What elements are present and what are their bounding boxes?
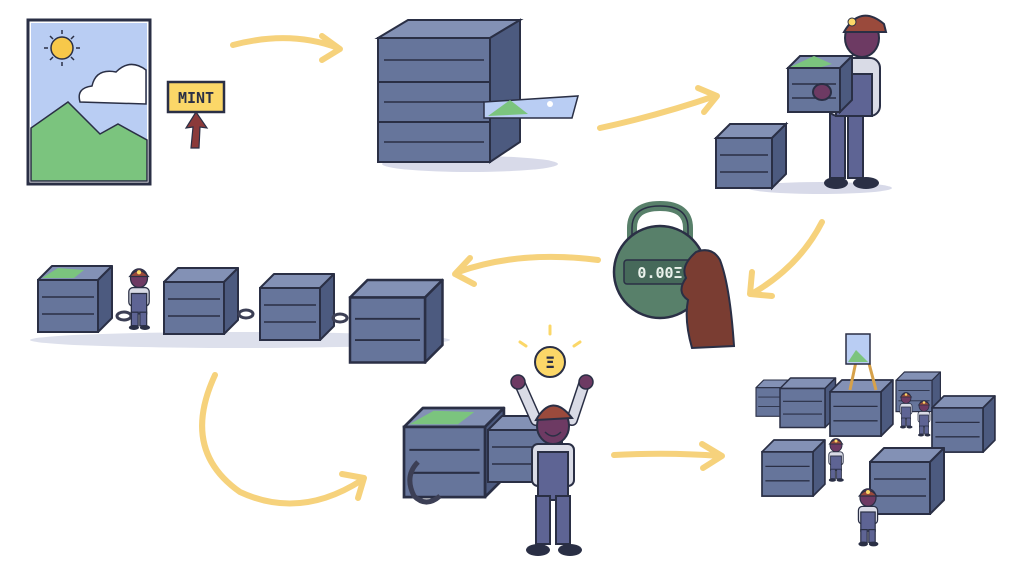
cursor-icon — [184, 110, 209, 149]
network-block-5 — [931, 395, 996, 453]
arrow-celebration-to-network — [611, 441, 725, 471]
blockchain — [30, 265, 450, 364]
block-stack — [374, 18, 579, 172]
celebration: Ξ — [402, 324, 594, 556]
network-worker-4 — [857, 488, 880, 548]
chain-block-3 — [259, 273, 335, 341]
spare-block — [713, 121, 789, 191]
mint-button-label: MINT — [178, 89, 214, 107]
ethereum-coin-icon: Ξ — [518, 324, 582, 378]
arrow-stack-to-miner — [597, 85, 720, 131]
network-worker-3 — [917, 400, 931, 437]
chain-block-4 — [348, 278, 444, 364]
helmet-icon — [842, 14, 888, 33]
celebration-block — [402, 406, 506, 499]
network-block-6 — [761, 439, 826, 497]
network-worker-2 — [899, 392, 913, 429]
sun-icon — [44, 30, 80, 66]
network-block-7 — [869, 447, 945, 515]
cloud-icon — [78, 63, 147, 105]
network-block-3 — [829, 379, 894, 437]
arrow-picture-to-stack — [230, 33, 343, 63]
easel-with-picture — [845, 333, 878, 391]
chain-block-2 — [163, 267, 239, 335]
network-block-2 — [779, 377, 837, 429]
nft-card — [483, 95, 579, 119]
flow-arrows — [199, 33, 825, 507]
worker-welding — [128, 268, 151, 331]
miner-carrying-block — [713, 14, 892, 194]
arrow-miner-to-lock — [747, 219, 825, 299]
block-network — [755, 333, 996, 548]
arrow-lock-to-chain — [452, 253, 601, 287]
network-worker-1 — [828, 438, 845, 483]
arrow-chain-to-celebration — [199, 372, 367, 507]
hand-holding-lock — [680, 249, 736, 350]
svg-text:Ξ: Ξ — [545, 353, 555, 372]
hill-shape — [30, 101, 148, 182]
mint-button[interactable]: MINT — [166, 80, 226, 114]
artwork-picture — [26, 18, 152, 186]
lock-combination: 0.00Ξ — [637, 264, 682, 282]
chain-block-1 — [37, 265, 113, 333]
